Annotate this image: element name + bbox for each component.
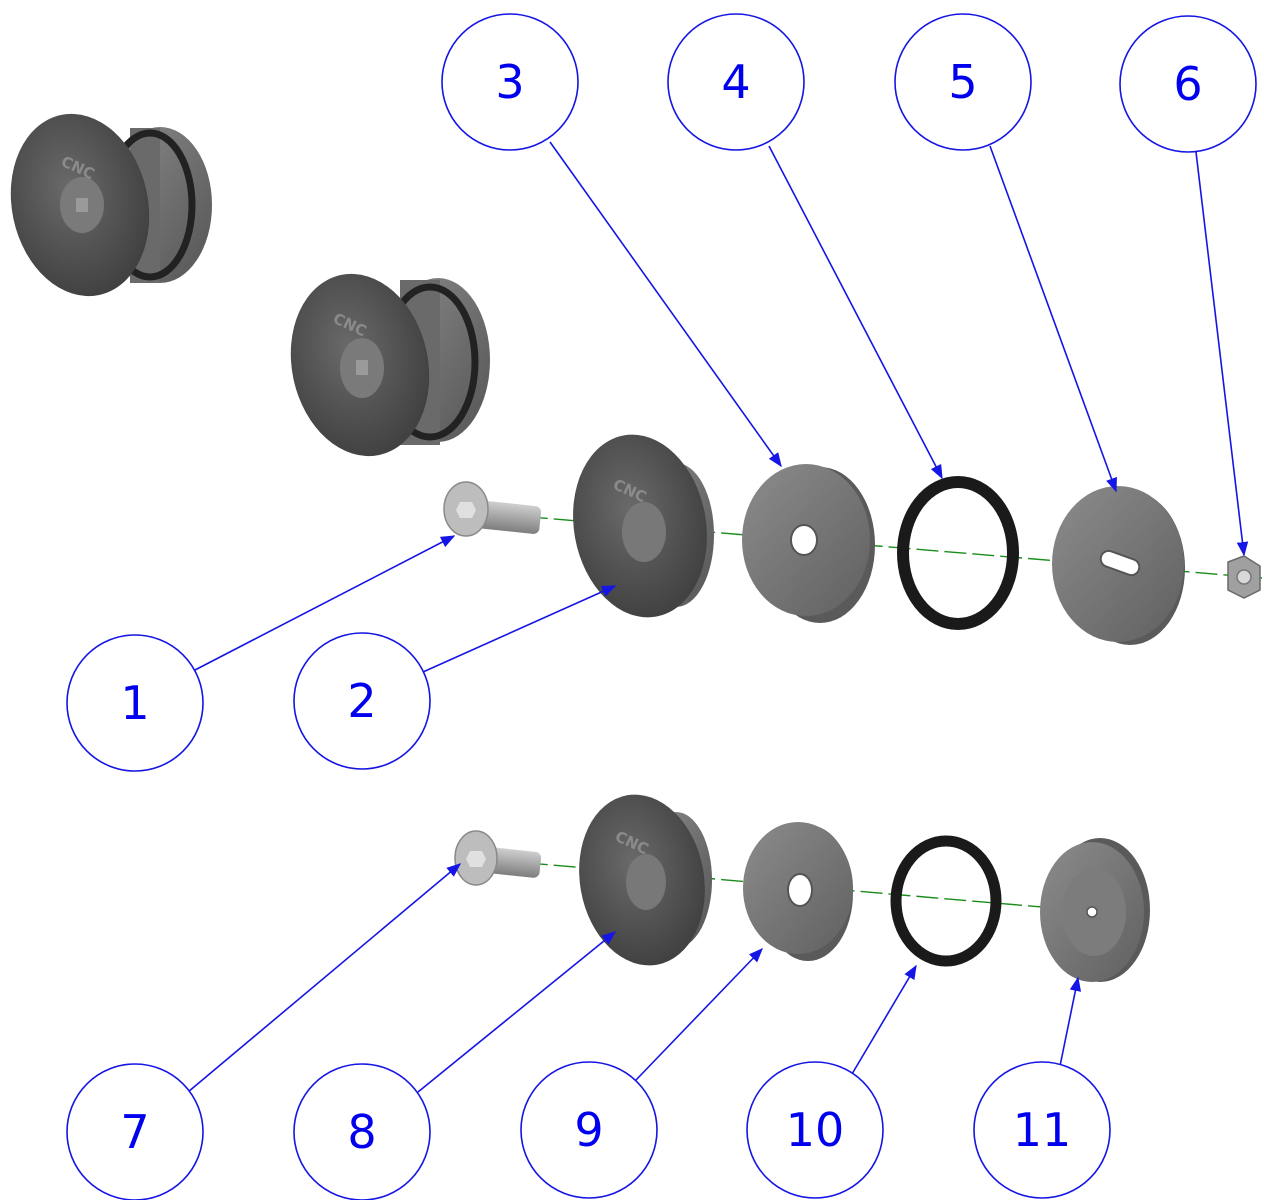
part-flange-body-upper: CNC (573, 434, 714, 618)
balloon-5: 5 (894, 13, 1032, 151)
balloon-6: 6 (1119, 15, 1257, 153)
balloon-label: 6 (1173, 57, 1202, 111)
part-o-ring-lower (890, 835, 1002, 967)
assembled-plug-middle: CNC (290, 273, 490, 457)
balloon-9: 9 (520, 1061, 658, 1199)
balloon-10: 10 (746, 1061, 884, 1199)
leader-6 (1195, 151, 1249, 557)
balloon-7: 7 (66, 1063, 204, 1200)
leader-11 (1059, 976, 1082, 1067)
balloon-2: 2 (293, 632, 431, 770)
part-flange-body-lower: CNC (579, 794, 712, 966)
balloon-label: 9 (574, 1103, 603, 1157)
leader-4 (768, 145, 943, 480)
balloon-label: 2 (347, 674, 376, 728)
part-washer-lower (743, 822, 853, 961)
balloon-3: 3 (441, 13, 579, 151)
balloon-label: 1 (120, 676, 149, 730)
leader-10 (851, 964, 917, 1075)
part-cap-lower (1040, 838, 1150, 982)
leader-5 (989, 145, 1117, 493)
balloon-label: 3 (495, 55, 524, 109)
part-screw-upper (443, 481, 542, 537)
balloon-label: 5 (948, 55, 977, 109)
leader-8 (417, 931, 617, 1093)
assembled-plug-top: CNC (10, 113, 212, 297)
leader-lines (187, 141, 1249, 1093)
balloon-label: 11 (1013, 1103, 1072, 1157)
part-nut-upper (1227, 555, 1261, 599)
balloon-label: 8 (347, 1105, 376, 1159)
balloon-11: 11 (973, 1061, 1111, 1199)
leader-9 (635, 947, 763, 1081)
leader-7 (187, 863, 462, 1093)
part-screw-lower (454, 830, 542, 886)
balloon-label: 7 (120, 1105, 149, 1159)
balloon-label: 4 (721, 55, 750, 109)
part-slotted-washer-upper (1052, 486, 1185, 645)
balloon-1: 1 (66, 634, 204, 772)
leader-1 (194, 535, 456, 671)
leader-2 (422, 585, 617, 673)
part-washer-upper (742, 464, 875, 623)
part-o-ring-upper (897, 476, 1019, 630)
balloon-8: 8 (293, 1063, 431, 1200)
balloon-label: 10 (786, 1103, 845, 1157)
balloon-4: 4 (667, 13, 805, 151)
leader-3 (549, 141, 782, 468)
